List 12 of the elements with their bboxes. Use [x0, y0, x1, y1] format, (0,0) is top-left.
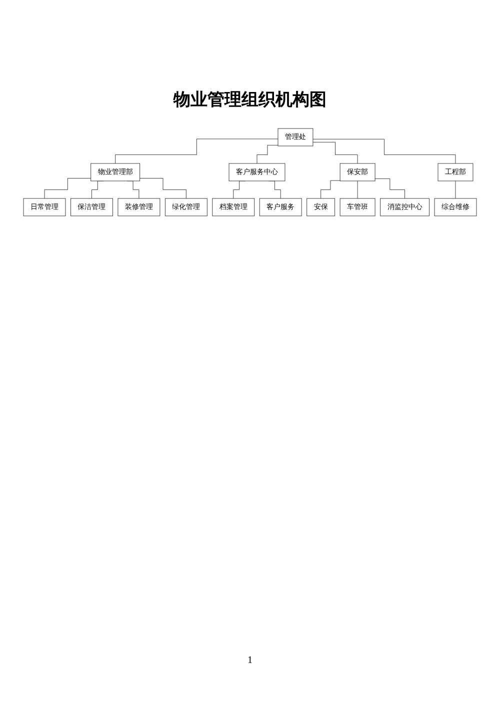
diagram-title: 物业管理组织机构图 [172, 89, 328, 111]
connector [320, 180, 340, 199]
connector [44, 178, 92, 199]
connector [115, 138, 278, 164]
page-number: 1 [248, 655, 252, 666]
connector [312, 138, 456, 164]
connector [357, 180, 358, 199]
connector [256, 144, 278, 164]
connector [374, 178, 405, 199]
connector [455, 180, 456, 199]
connector [312, 142, 358, 164]
connector [140, 178, 186, 199]
